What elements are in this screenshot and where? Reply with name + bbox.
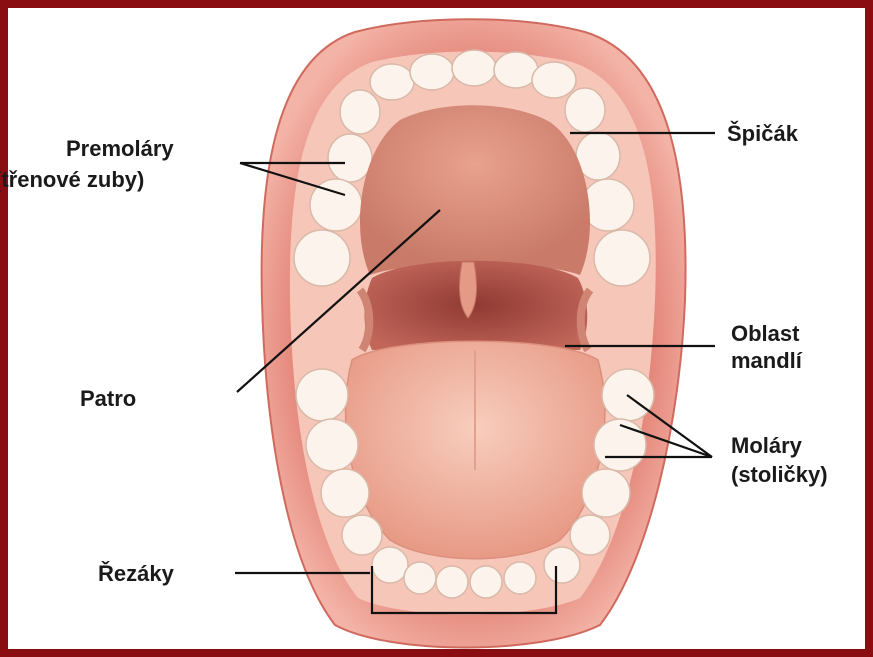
label-premolars-sub: (třenové zuby): [0, 166, 144, 193]
label-palate: Patro: [80, 385, 136, 412]
label-premolars: Premoláry: [66, 135, 174, 162]
label-tonsil: Oblast: [731, 320, 799, 347]
label-incisors: Řezáky: [98, 560, 174, 587]
label-canine: Špičák: [727, 120, 798, 147]
label-tonsil-sub: mandlí: [731, 347, 802, 374]
label-molars-sub: (stoličky): [731, 461, 828, 488]
label-molars: Moláry: [731, 432, 802, 459]
